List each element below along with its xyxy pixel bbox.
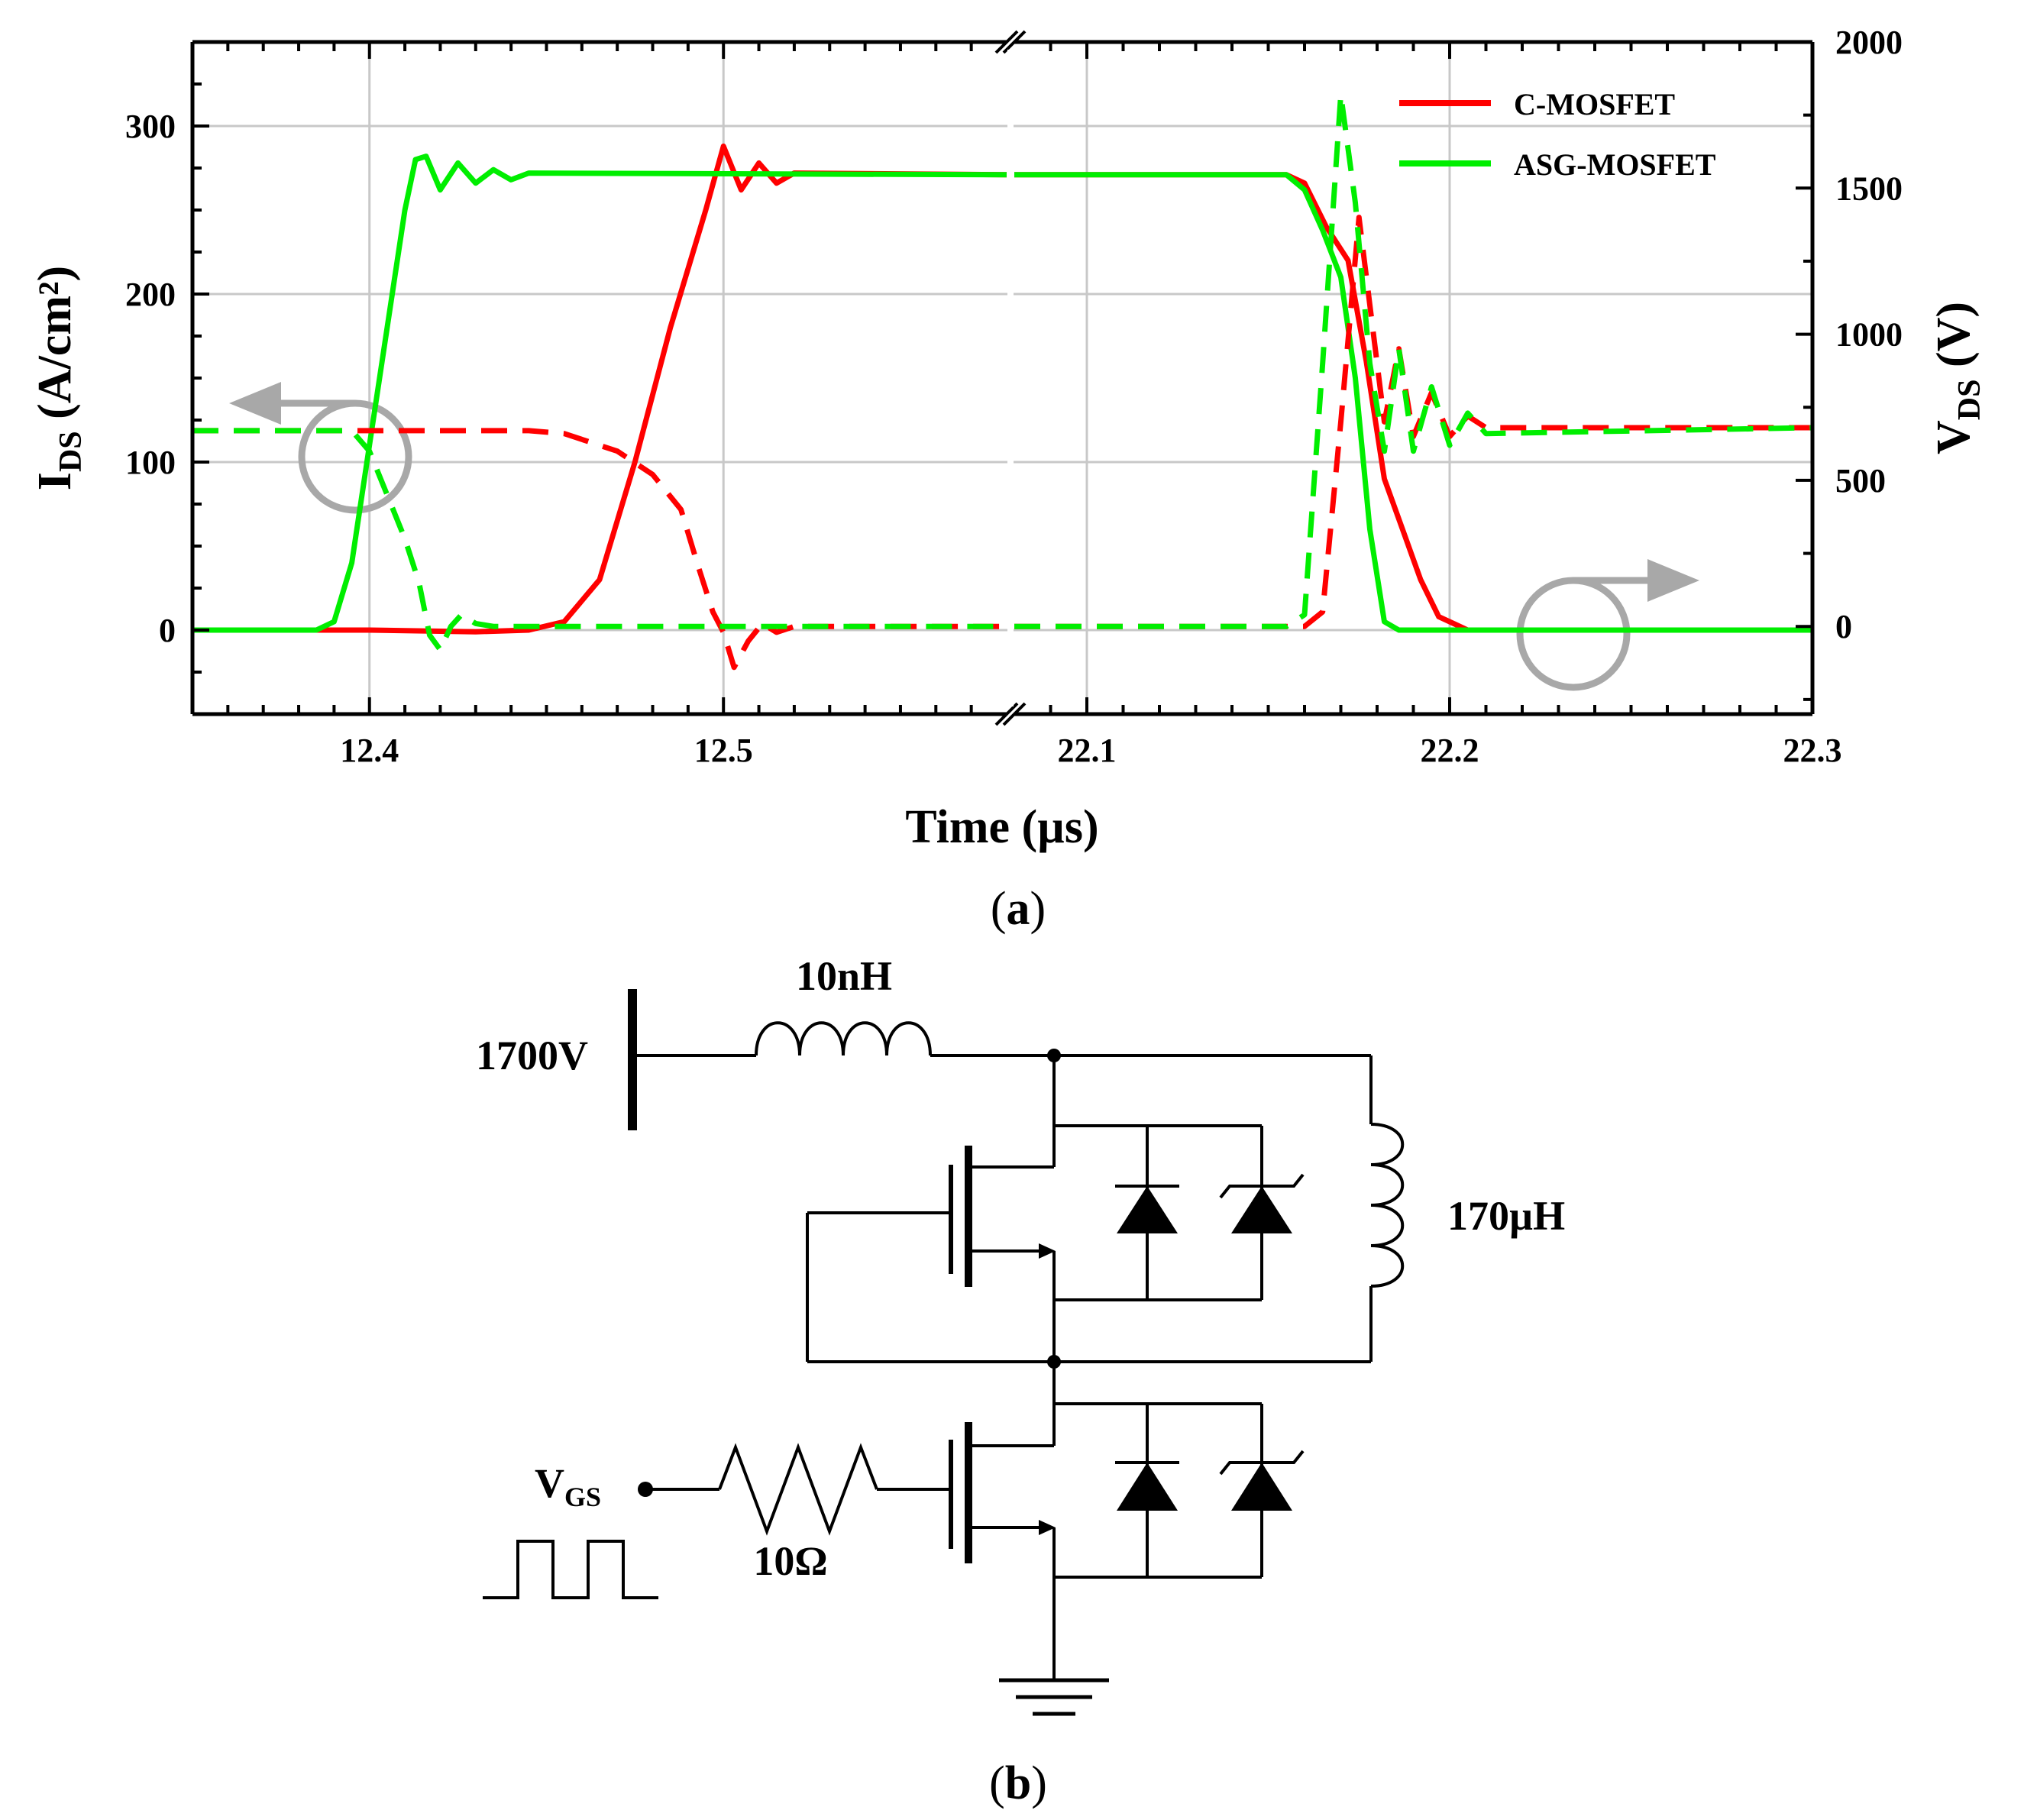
- x-tick-label: 22.3: [1783, 732, 1842, 769]
- load-inductor-label: 170µH: [1447, 1193, 1565, 1239]
- axis-break-mark: [1002, 30, 1027, 54]
- chart-series: [192, 92, 1812, 671]
- series-asg-mosfet-vds-seg1: [192, 428, 1007, 653]
- y-right-tick-label: 0: [1835, 608, 1852, 645]
- y-axis-left-label: IDS (A/cm²): [29, 266, 89, 490]
- y-right-tick-label: 500: [1835, 462, 1886, 499]
- lower-diodes: [1054, 1402, 1305, 1579]
- x-tick-label: 22.1: [1058, 732, 1117, 769]
- upper-diodes: [1054, 1124, 1305, 1301]
- y-left-tick-label: 0: [159, 612, 176, 649]
- gate-resistor-label: 10Ω: [753, 1538, 827, 1584]
- stray-inductor: [755, 1021, 932, 1056]
- y-right-tick-label: 1500: [1835, 170, 1903, 207]
- y-left-tick-label: 200: [125, 276, 176, 313]
- x-tick-label: 12.5: [694, 732, 753, 769]
- legend-label-c-mosfet: C-MOSFET: [1514, 87, 1675, 121]
- legend-label-asg-mosfet: ASG-MOSFET: [1514, 147, 1716, 182]
- y-left-tick-label: 100: [125, 444, 176, 481]
- x-axis-label: Time (µs): [905, 801, 1098, 853]
- axis-break-mark: [994, 30, 1019, 54]
- series-asg-mosfet-ids-seg1: [192, 154, 1007, 633]
- series-c-mosfet-ids-seg1: [192, 143, 1007, 635]
- circuit-panel-b: 1700V 10nH 170µH: [476, 953, 1565, 1809]
- chart-grid: [192, 42, 1812, 714]
- series-c-mosfet-ids-seg2: [1014, 172, 1812, 633]
- supply-voltage-label: 1700V: [476, 1033, 588, 1078]
- chart-ticks: 12.4 12.5 22.1 22.2 22.3 0 100 200 300 0 500 1000 15…: [125, 24, 1903, 769]
- load-inductor: [1370, 1123, 1405, 1288]
- lower-mosfet: [949, 1362, 1056, 1577]
- gate-resistor: [718, 1443, 878, 1536]
- axis-break-gap: [1007, 50, 1014, 706]
- stray-inductor-label: 10nH: [796, 953, 892, 999]
- direction-annotations: [229, 382, 1699, 691]
- panel-label-b: (b): [989, 1757, 1047, 1809]
- axis-break-mark: [1002, 702, 1027, 726]
- gate-source-label: VGS: [535, 1460, 601, 1512]
- y-right-tick-label: 2000: [1835, 24, 1903, 61]
- y-axis-right-label: VDS (V): [1928, 302, 1987, 454]
- x-tick-label: 12.4: [340, 732, 399, 769]
- chart-axes-frame: [190, 30, 1815, 726]
- chart-panel-a: 12.4 12.5 22.1 22.2 22.3 0 100 200 300 0 500 1000 15…: [29, 24, 1987, 935]
- panel-label-a: (a): [991, 883, 1046, 935]
- left-axis-arrow-icon: [229, 382, 412, 514]
- series-asg-mosfet-vds-seg2: [1014, 92, 1812, 629]
- right-axis-arrow-icon: [1516, 559, 1699, 691]
- ground-icon: [999, 1577, 1109, 1716]
- axis-break-mark: [994, 702, 1019, 726]
- series-c-mosfet-vds-seg1: [192, 428, 1007, 671]
- gate-pulse-icon: [483, 1540, 658, 1599]
- y-left-tick-label: 300: [125, 108, 176, 145]
- upper-mosfet: [806, 1055, 1056, 1362]
- chart-legend: C-MOSFET ASG-MOSFET: [1399, 87, 1716, 182]
- x-tick-label: 22.2: [1421, 732, 1479, 769]
- y-right-tick-label: 1000: [1835, 316, 1903, 354]
